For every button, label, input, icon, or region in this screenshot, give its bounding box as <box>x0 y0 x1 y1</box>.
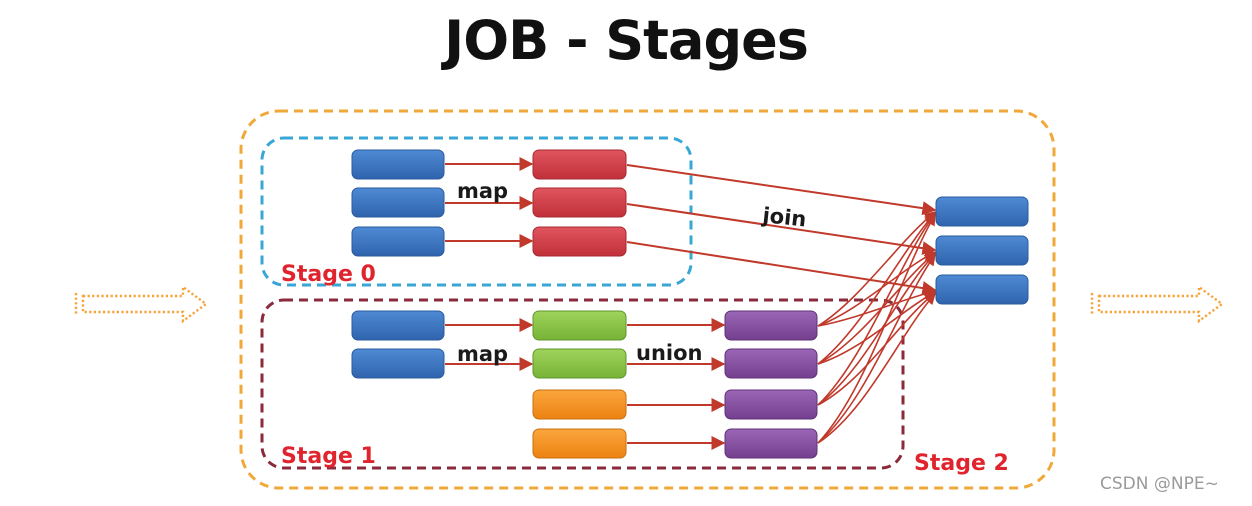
stage2-output-partitions <box>935 196 1029 305</box>
watermark: CSDN @NPE~ <box>1100 474 1219 494</box>
job-boundary <box>239 109 1056 490</box>
partition-node <box>935 196 1029 227</box>
partition-node <box>532 149 627 180</box>
partition-node <box>532 310 627 341</box>
partition-node <box>724 348 818 379</box>
stage0-mapped-partitions <box>532 149 627 257</box>
partition-node <box>351 310 445 341</box>
partition-node <box>935 274 1029 305</box>
partition-node <box>724 389 818 420</box>
stage1-union-partitions <box>724 310 818 459</box>
partition-node <box>724 428 818 459</box>
join-arrows-stage1 <box>817 211 937 444</box>
partition-node <box>532 226 627 257</box>
stage0-label: Stage 0 <box>281 262 376 287</box>
stage1-boundary <box>260 298 905 470</box>
stage1-mapped-partitions <box>532 310 627 379</box>
join-label: join <box>760 203 807 232</box>
stage1-input-partitions <box>351 310 445 379</box>
stage0-map-arrows <box>445 157 534 248</box>
partition-node <box>351 348 445 379</box>
map-label-stage1: map <box>457 342 508 366</box>
stage0-input-partitions <box>351 149 445 257</box>
join-arrows-stage0 <box>626 164 937 295</box>
partition-node <box>351 149 445 180</box>
partition-node <box>532 348 627 379</box>
dotted-arrow-out-icon <box>1090 284 1225 324</box>
partition-node <box>351 187 445 218</box>
stage0-boundary <box>260 136 693 287</box>
stage1-map-arrows <box>445 318 534 371</box>
stage1-extra-partitions <box>532 389 627 459</box>
union-label: union <box>636 341 702 365</box>
partition-node <box>935 235 1029 266</box>
map-label-stage0: map <box>457 179 508 203</box>
partition-node <box>532 389 627 420</box>
dotted-arrow-in-icon <box>74 284 209 324</box>
partition-node <box>532 187 627 218</box>
stage1-label: Stage 1 <box>281 444 376 469</box>
partition-node <box>724 310 818 341</box>
partition-node <box>532 428 627 459</box>
partition-node <box>351 226 445 257</box>
stage1-union-arrows <box>627 318 726 450</box>
page-title: JOB - Stages <box>444 9 809 72</box>
stage2-label: Stage 2 <box>914 451 1009 476</box>
